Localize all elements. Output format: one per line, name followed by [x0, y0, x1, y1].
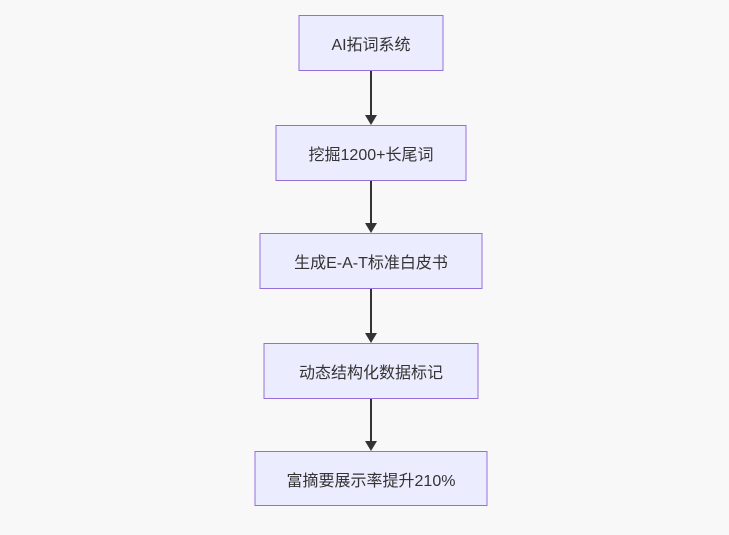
flow-node-label: 富摘要展示率提升210% [286, 472, 456, 490]
flow-node-structured-data: 动态结构化数据标记 [263, 343, 479, 399]
connector-arrow-3 [365, 289, 377, 343]
flow-node-ai-system: AI拓词系统 [298, 15, 444, 71]
flow-node-rich-snippet-result: 富摘要展示率提升210% [254, 451, 488, 506]
arrow-line [370, 71, 372, 115]
arrow-line [370, 399, 372, 441]
flow-node-eat-whitepaper: 生成E-A-T标准白皮书 [259, 233, 483, 289]
connector-arrow-4 [365, 399, 377, 451]
flow-node-label: 挖掘1200+长尾词 [308, 147, 434, 164]
flow-node-label: 动态结构化数据标记 [298, 365, 443, 382]
connector-arrow-2 [365, 181, 377, 233]
arrowhead-down-icon [365, 333, 377, 343]
arrowhead-down-icon [365, 223, 377, 233]
flow-node-label: AI拓词系统 [331, 37, 411, 54]
arrowhead-down-icon [365, 441, 377, 451]
arrow-line [370, 181, 372, 223]
flow-node-label: 生成E-A-T标准白皮书 [294, 255, 448, 272]
arrowhead-down-icon [365, 115, 377, 125]
flow-node-longtail-keywords: 挖掘1200+长尾词 [275, 125, 467, 181]
arrow-line [370, 289, 372, 333]
connector-arrow-1 [365, 71, 377, 125]
